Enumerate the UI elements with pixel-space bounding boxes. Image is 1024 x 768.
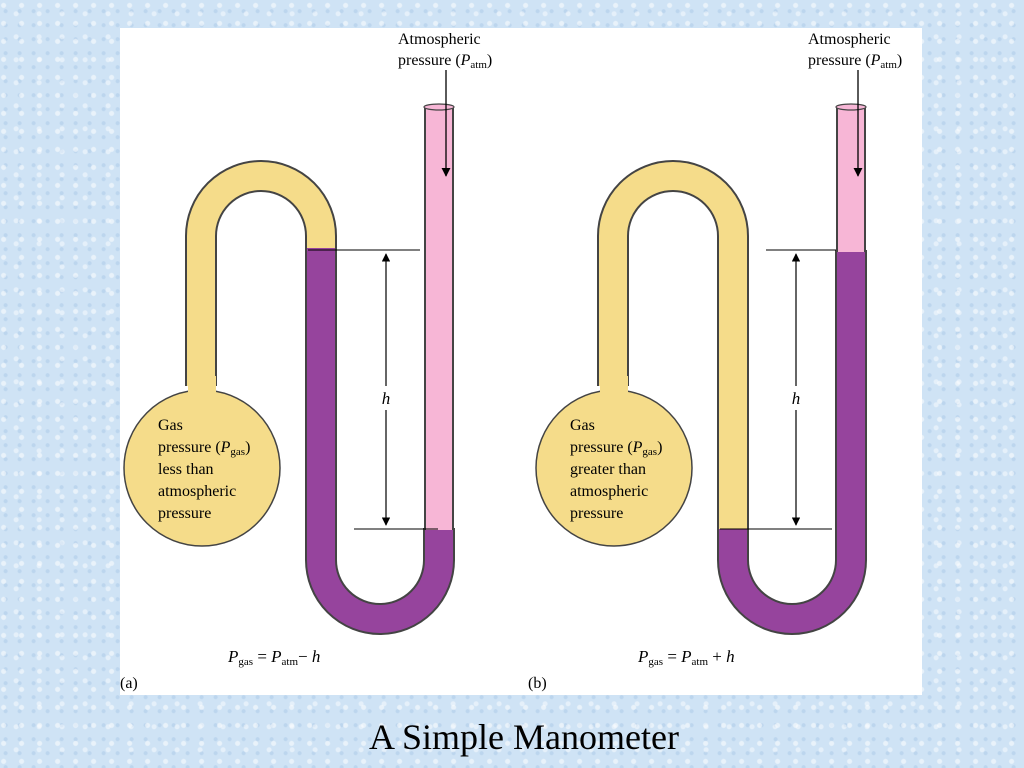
panel-label-b: (b) — [528, 675, 547, 692]
mercury-column-a — [305, 248, 455, 635]
atm-label-a-line2: pressure (Patm) — [398, 52, 492, 71]
manometer-a: h Atmospheric pressure (Patm) Gas pressu… — [120, 31, 492, 692]
slide-title: A Simple Manometer — [369, 717, 679, 757]
mercury-column-b — [717, 250, 867, 635]
atm-label-b-line2: pressure (Patm) — [808, 52, 902, 71]
panel-label-a: (a) — [120, 675, 138, 692]
manometer-b: h Atmospheric pressure (Patm) Gas pressu… — [528, 31, 902, 692]
atm-label-b-line1: Atmospheric — [808, 31, 891, 48]
equation-b: Pgas = Patm + h — [637, 647, 735, 668]
figure-panel: h Atmospheric pressure (Patm) Gas pressu… — [120, 28, 922, 695]
manometer-diagram: h Atmospheric pressure (Patm) Gas pressu… — [120, 31, 902, 692]
equation-a: Pgas = Patm− h — [227, 647, 320, 668]
gas-label-a: Gas pressure (Pgas) less than atmospheri… — [158, 417, 254, 522]
h-label-b: h — [792, 389, 801, 408]
gas-label-b: Gas pressure (Pgas) greater than atmosph… — [570, 417, 666, 522]
h-label-a: h — [382, 389, 391, 408]
atm-label-a-line1: Atmospheric — [398, 31, 481, 48]
